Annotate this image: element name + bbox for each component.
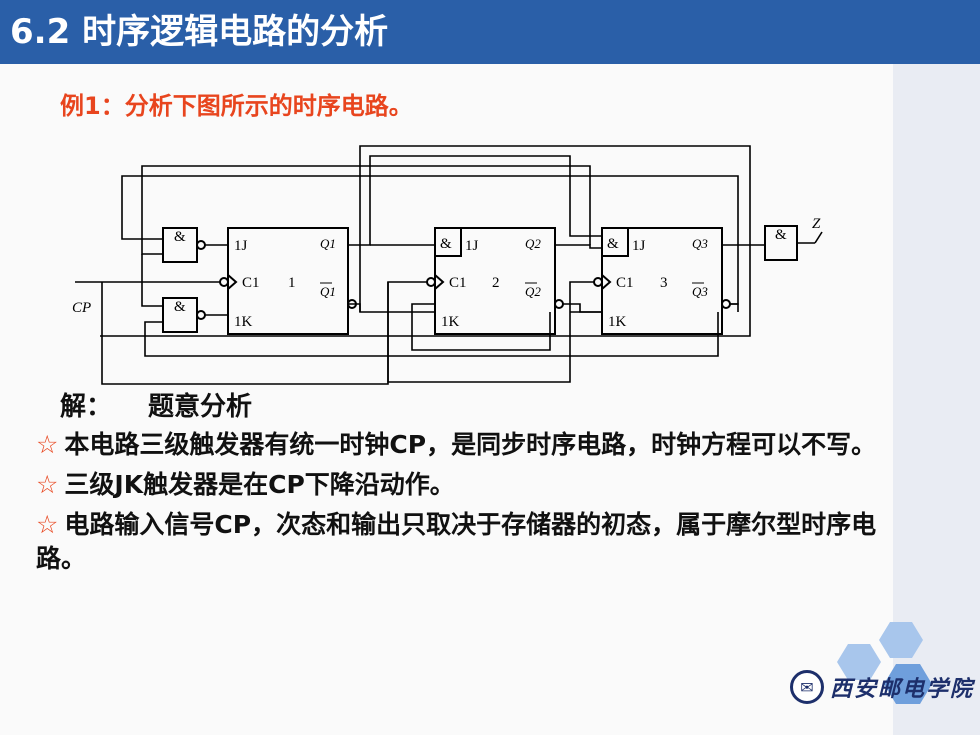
and-symbol-k1: &	[174, 299, 186, 315]
solution-heading: 解： 题意分析	[60, 390, 252, 424]
ff1-j: 1J	[234, 238, 248, 254]
logo-text: 西安邮电学院	[830, 676, 975, 702]
ff1-number: 1	[288, 275, 296, 291]
and-symbol-j3: &	[607, 236, 619, 252]
example-title: 例1：分析下图所示的时序电路。	[60, 92, 413, 120]
circuit-diagram: CP Z & & & & & 1J C1 1 1K Q1 Q1 1J C1 2 …	[72, 145, 823, 385]
ff1-qn: Q1	[320, 284, 336, 299]
slide-title: 6.2 时序逻辑电路的分析	[10, 12, 389, 52]
ff2-qn: Q2	[525, 284, 541, 299]
university-emblem-icon: ✉	[790, 670, 824, 704]
star-icon: ☆	[36, 430, 59, 459]
solution-label: 解：	[60, 392, 113, 422]
ff1-q: Q1	[320, 236, 336, 251]
hexagon-left	[837, 644, 881, 680]
ff3-k: 1K	[608, 314, 627, 330]
ff3-q: Q3	[692, 236, 708, 251]
ff3-j: 1J	[632, 238, 646, 254]
star-icon: ☆	[36, 510, 59, 539]
hexagon-right	[884, 664, 932, 704]
ff3-qn: Q3	[692, 284, 708, 299]
cp-label: CP	[72, 300, 91, 316]
bullet-text: 电路输入信号CP，次态和输出只取决于存储器的初态，属于摩尔型时序电路。	[36, 510, 877, 573]
solution-subtitle: 题意分析	[148, 392, 253, 422]
bullet-list: ☆本电路三级触发器有统一时钟CP，是同步时序电路，时钟方程可以不写。 ☆三级JK…	[36, 428, 886, 582]
bullet-item: ☆三级JK触发器是在CP下降沿动作。	[36, 468, 886, 502]
bullet-item: ☆本电路三级触发器有统一时钟CP，是同步时序电路，时钟方程可以不写。	[36, 428, 886, 462]
and-gate-j3	[601, 227, 629, 257]
ff3-clk: C1	[616, 275, 634, 291]
ff3-number: 3	[660, 275, 668, 291]
bullet-text: 三级JK触发器是在CP下降沿动作。	[64, 470, 455, 499]
hexagon-top	[879, 622, 923, 658]
ff2-k: 1K	[441, 314, 460, 330]
university-logo: ✉ 西安邮电学院	[790, 668, 974, 706]
ff2-j: 1J	[465, 238, 479, 254]
ff2-number: 2	[492, 275, 500, 291]
title-bar: 6.2 时序逻辑电路的分析	[0, 0, 980, 64]
output-z-label: Z	[812, 216, 821, 232]
hexagon-decoration	[837, 622, 932, 704]
ff1-k: 1K	[234, 314, 253, 330]
and-symbol-output: &	[775, 227, 787, 243]
and-symbol-j2: &	[440, 236, 452, 252]
star-icon: ☆	[36, 470, 59, 499]
ff1-clk: C1	[242, 275, 260, 291]
ff2-clk: C1	[449, 275, 467, 291]
bullet-item: ☆电路输入信号CP，次态和输出只取决于存储器的初态，属于摩尔型时序电路。	[36, 508, 886, 576]
ff2-q: Q2	[525, 236, 541, 251]
bullet-text: 本电路三级触发器有统一时钟CP，是同步时序电路，时钟方程可以不写。	[64, 430, 877, 459]
and-symbol-j1: &	[174, 229, 186, 245]
and-gate-j2	[434, 227, 462, 257]
